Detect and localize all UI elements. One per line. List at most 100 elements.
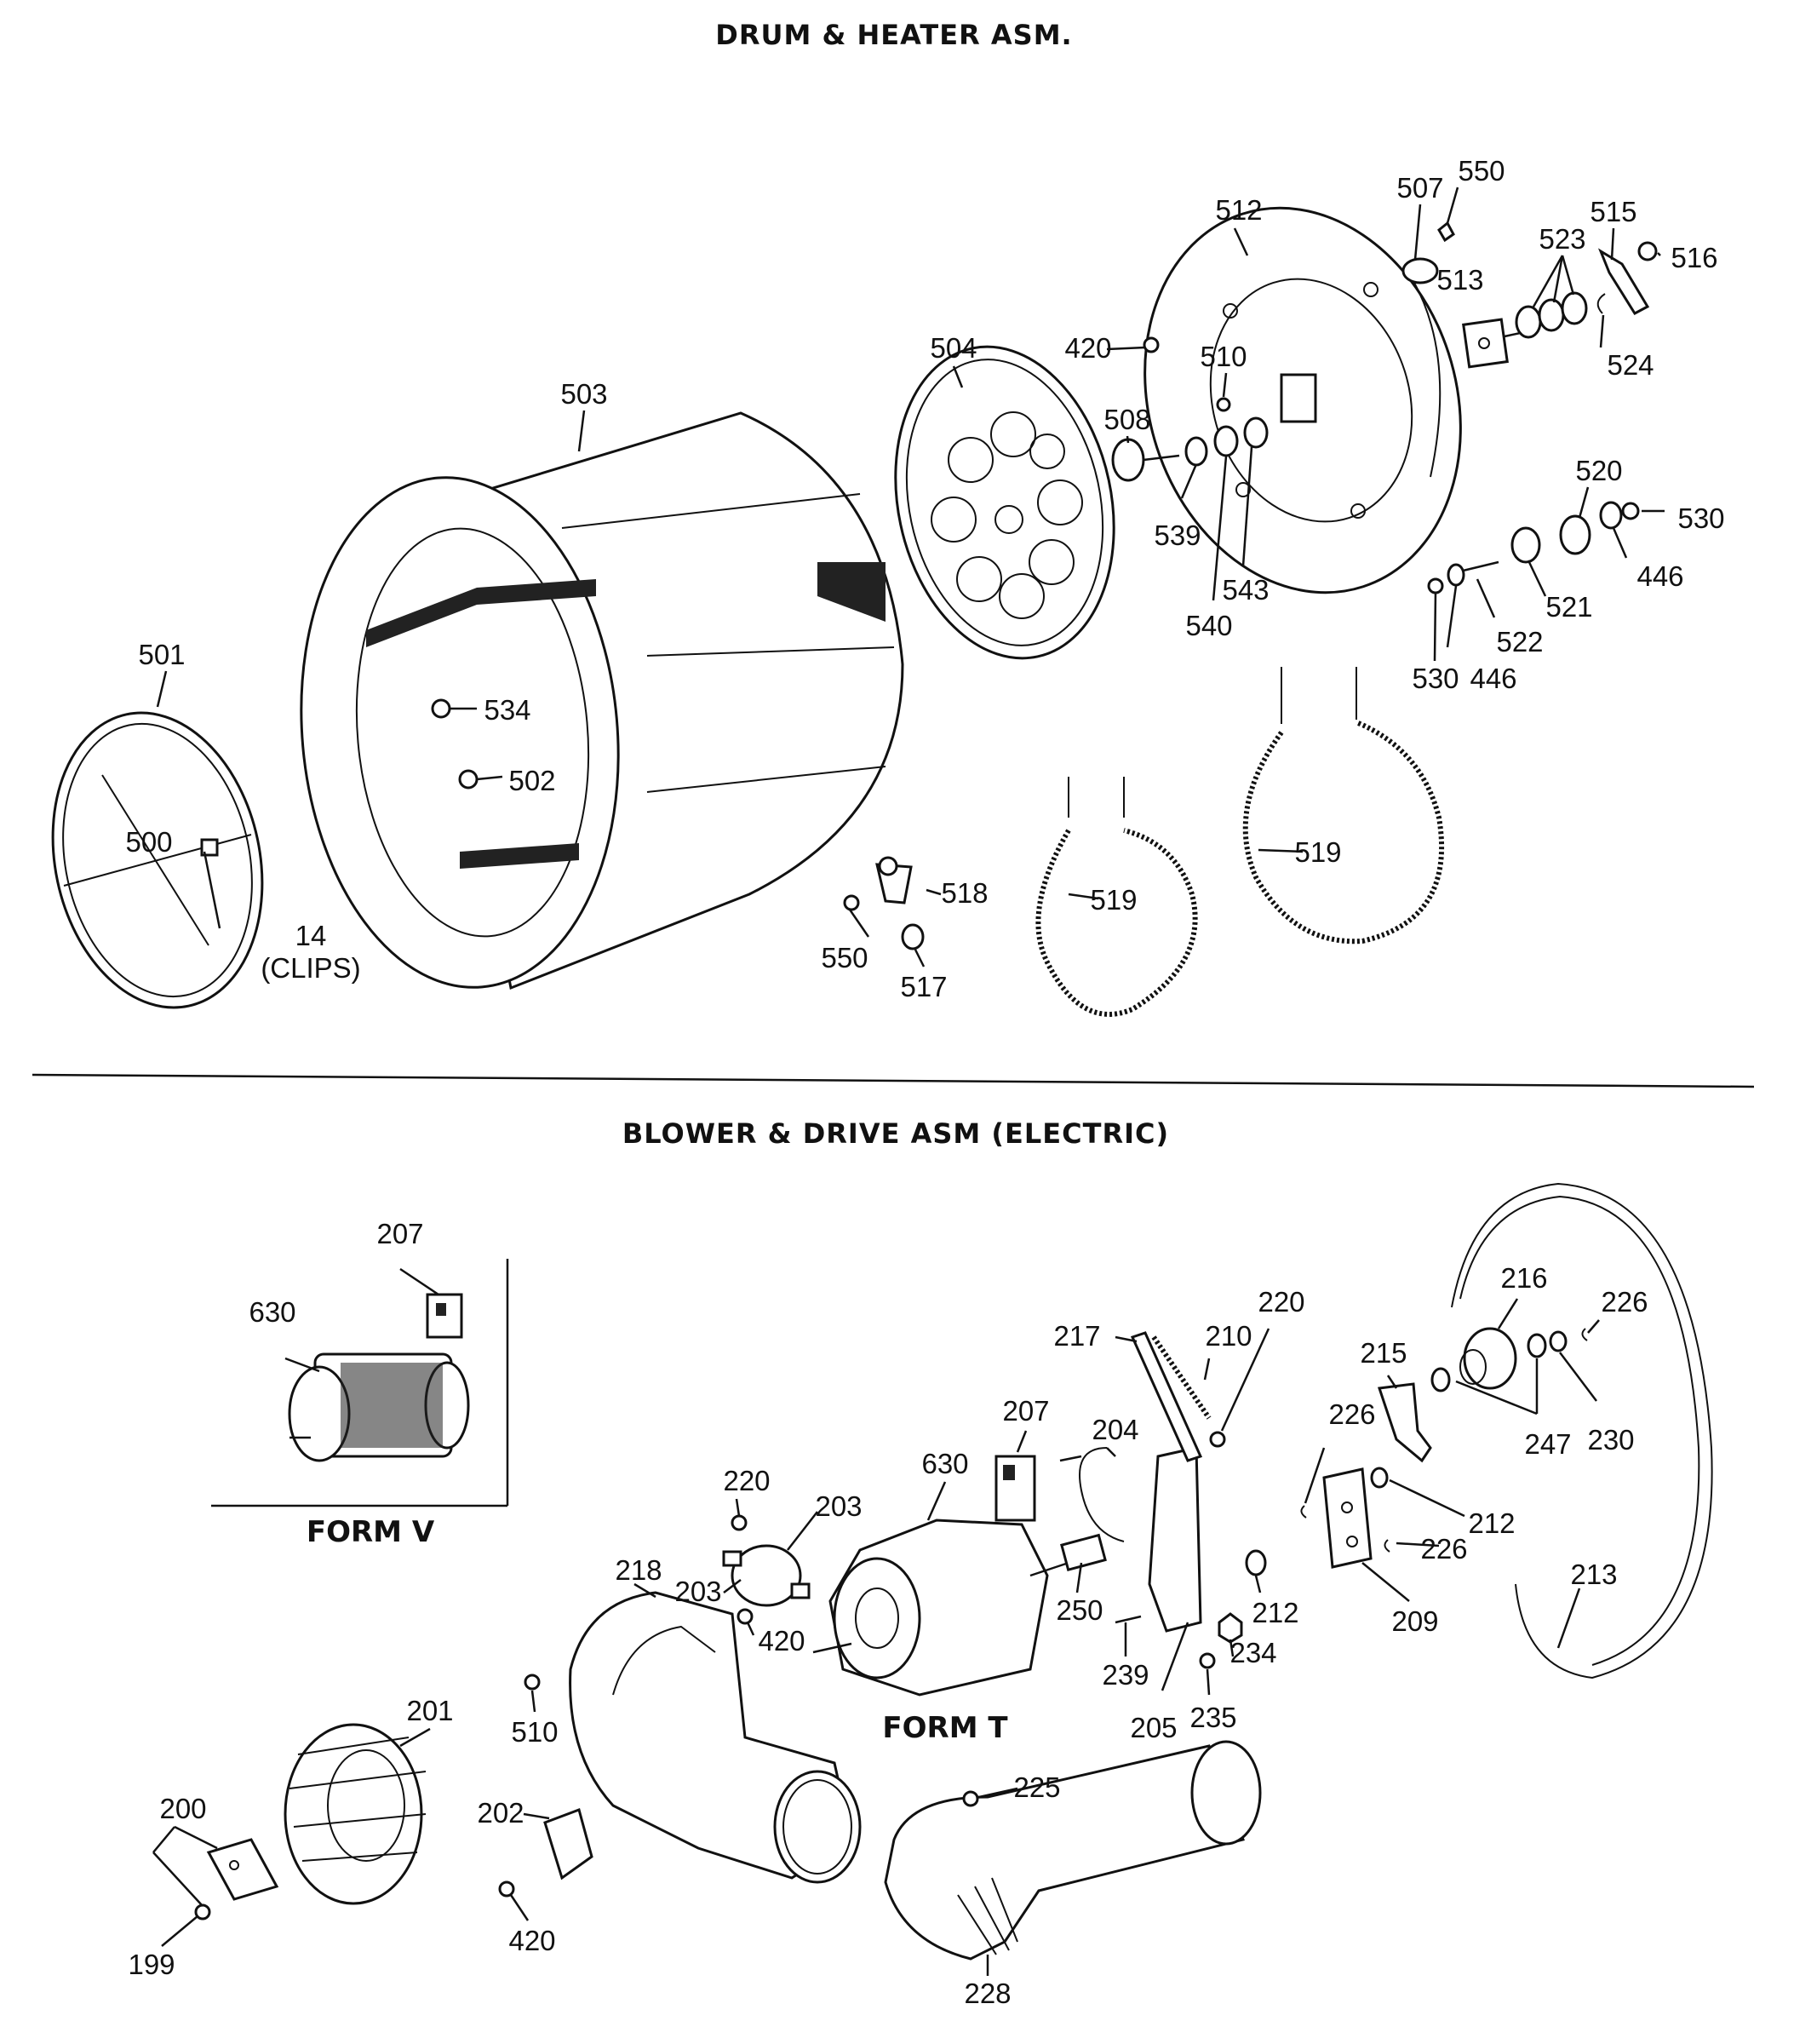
callout-508: 508	[1103, 404, 1150, 435]
part-234-nut	[1218, 1612, 1243, 1644]
part-519-heater-coil-large	[1242, 667, 1445, 944]
callout-507: 507	[1396, 172, 1443, 204]
part-209-bracket	[1322, 1467, 1373, 1569]
part-225-screw	[962, 1790, 979, 1807]
callout-234: 234	[1229, 1637, 1276, 1668]
callout-230: 230	[1587, 1424, 1634, 1455]
part-220-screw-b	[731, 1514, 748, 1531]
callout-502: 502	[508, 765, 555, 796]
part-530-nut	[1427, 502, 1640, 594]
part-203-clamp	[722, 1544, 811, 1607]
callout-220a: 220	[1258, 1286, 1304, 1318]
part-550-screw-b	[843, 894, 860, 911]
callout-209: 209	[1391, 1605, 1438, 1637]
part-630-motor-form-v	[288, 1352, 470, 1462]
part-220-screw-a	[1209, 1431, 1226, 1448]
callout-202: 202	[477, 1797, 524, 1829]
part-501-seal-ring	[51, 711, 264, 1009]
callout-524: 524	[1607, 349, 1654, 381]
callout-235: 235	[1189, 1702, 1236, 1733]
callout-207b: 207	[1002, 1395, 1049, 1427]
callout-501: 501	[138, 639, 185, 670]
part-503-drum	[300, 411, 904, 990]
part-212-washer	[1245, 1549, 1267, 1576]
callout-212b: 212	[1252, 1597, 1298, 1628]
callout-516: 516	[1671, 242, 1717, 273]
part-207-switch-form-t	[994, 1455, 1082, 1522]
callout-212a: 212	[1468, 1507, 1515, 1539]
callout-500: 500	[125, 826, 172, 858]
callout-512: 512	[1215, 194, 1262, 226]
callout-205: 205	[1130, 1712, 1177, 1743]
part-250-pulley	[1060, 1533, 1107, 1572]
part-228-exhaust-duct	[884, 1740, 1262, 1961]
part-502-screw	[458, 769, 503, 789]
callout-539: 539	[1154, 520, 1201, 551]
part-540-washer	[1213, 425, 1239, 457]
section-divider	[32, 1073, 1755, 1088]
part-534-screw	[431, 698, 477, 719]
callout-239: 239	[1102, 1659, 1149, 1691]
part-205-idler-bracket	[1148, 1446, 1202, 1633]
part-217-lever	[1130, 1331, 1203, 1462]
callout-446b: 446	[1470, 663, 1516, 694]
callout-201: 201	[406, 1695, 453, 1726]
callout-521: 521	[1545, 591, 1592, 623]
part-510-screw-b	[524, 1674, 541, 1691]
part-630-motor-form-t	[812, 1519, 1082, 1697]
callout-540: 540	[1185, 610, 1232, 641]
part-519-heater-coil-small	[1035, 777, 1198, 1017]
callout-519a: 519	[1090, 884, 1137, 916]
callout-420a: 420	[1064, 332, 1111, 364]
callout-216: 216	[1500, 1262, 1547, 1294]
part-218-blower-housing	[569, 1591, 862, 1884]
callout-513: 513	[1436, 264, 1483, 296]
part-543-washer	[1243, 416, 1269, 449]
part-207-switch-form-v	[426, 1293, 463, 1339]
part-518-bracket	[875, 856, 913, 904]
callout-550b: 550	[821, 942, 868, 973]
part-420-screw-b	[737, 1608, 754, 1625]
callout-534: 534	[484, 694, 530, 726]
part-204-bracket	[1079, 1447, 1125, 1542]
callout-225: 225	[1013, 1771, 1060, 1803]
form-v-label: FORM V	[307, 1515, 435, 1549]
callout-519b: 519	[1294, 836, 1341, 868]
leader-lines	[152, 187, 1665, 1976]
callout-217: 217	[1053, 1320, 1100, 1352]
callout-515: 515	[1590, 196, 1636, 227]
part-521-insulator	[1510, 526, 1541, 564]
callout-207a: 207	[376, 1218, 423, 1249]
part-215-arm	[1377, 1382, 1432, 1463]
drum-heater-title: DRUM & HEATER ASM.	[715, 19, 1072, 51]
callout-523: 523	[1539, 223, 1585, 255]
callout-630a: 630	[249, 1296, 295, 1328]
callout-522: 522	[1496, 626, 1543, 657]
part-517-insulator	[901, 923, 925, 950]
part-230-washer	[1549, 1330, 1568, 1352]
callout-510a: 510	[1200, 341, 1247, 372]
callout-550a: 550	[1458, 155, 1505, 187]
part-523-washers	[1515, 291, 1588, 339]
part-212-washer-b	[1370, 1467, 1389, 1489]
callout-520: 520	[1575, 455, 1622, 486]
part-504-drum-back	[894, 345, 1115, 660]
callout-228: 228	[964, 1978, 1011, 2009]
form-v-box	[211, 1259, 509, 1507]
part-235-screw	[1199, 1652, 1216, 1669]
callout-218: 218	[615, 1554, 662, 1586]
callout-510b: 510	[511, 1716, 558, 1748]
callout-215: 215	[1360, 1337, 1407, 1369]
part-524-clip	[1596, 293, 1606, 314]
part-202-cover	[543, 1808, 593, 1880]
part-420-screw	[1143, 336, 1160, 353]
part-239-pin	[1115, 1615, 1142, 1624]
part-516-nut	[1637, 241, 1658, 261]
part-512-bulkhead	[1143, 206, 1462, 594]
part-210-spring	[1151, 1335, 1212, 1420]
blower-drive-title: BLOWER & DRIVE ASM (ELECTRIC)	[622, 1117, 1169, 1150]
part-515-terminal	[1597, 248, 1650, 315]
part-520-insulator	[1559, 514, 1591, 555]
callout-420c: 420	[508, 1925, 555, 1956]
